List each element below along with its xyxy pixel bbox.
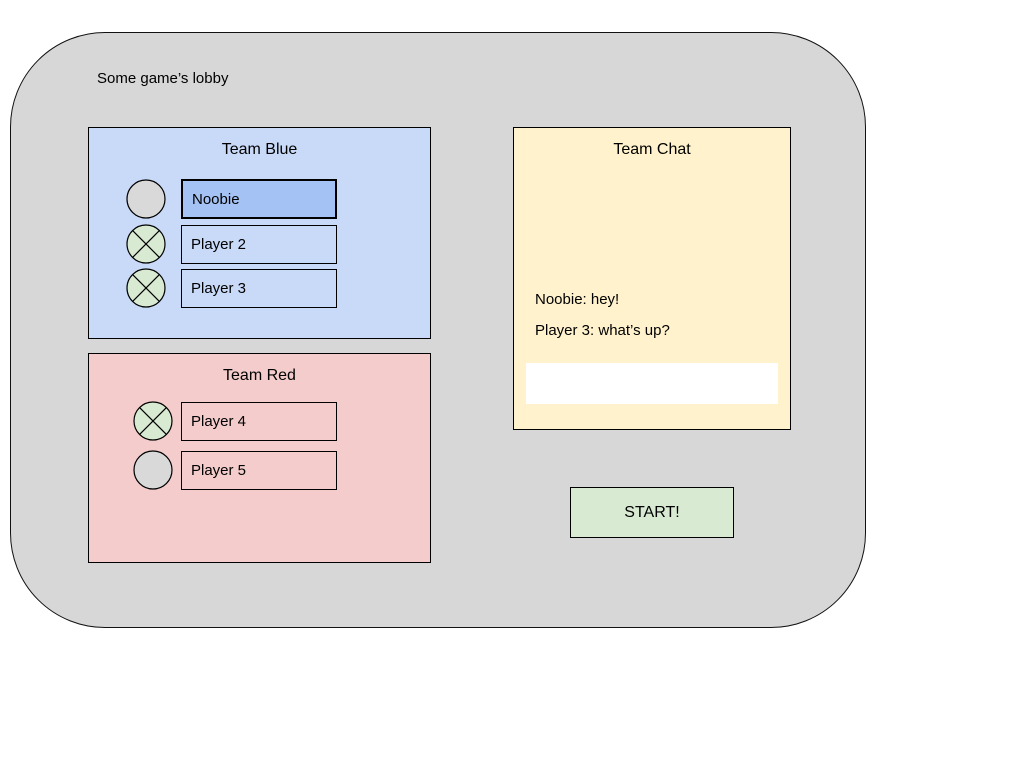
crossed-circle-icon bbox=[133, 401, 173, 441]
player-slot-player-2[interactable]: Player 2 bbox=[181, 224, 337, 264]
player-name: Noobie bbox=[192, 190, 240, 208]
player-row-noobie: Noobie bbox=[126, 179, 337, 219]
ready-toggle[interactable] bbox=[133, 450, 173, 490]
team-blue-title: Team Blue bbox=[221, 141, 298, 158]
chat-message: Noobie: hey! bbox=[535, 291, 620, 308]
player-name: Player 3 bbox=[191, 279, 247, 297]
crossed-circle-icon bbox=[126, 268, 166, 308]
player-name: Player 4 bbox=[191, 412, 247, 430]
player-name: Player 2 bbox=[191, 235, 247, 253]
ready-toggle[interactable] bbox=[126, 224, 166, 264]
ready-toggle[interactable] bbox=[133, 401, 173, 441]
lobby-title: Some game’s lobby bbox=[97, 70, 229, 87]
player-slot-player-4[interactable]: Player 4 bbox=[181, 401, 337, 441]
chat-message: Player 3: what’s up? bbox=[535, 322, 670, 339]
empty-circle-icon bbox=[133, 450, 173, 490]
player-slot-player-5[interactable]: Player 5 bbox=[181, 450, 337, 490]
player-slot-noobie[interactable]: Noobie bbox=[181, 179, 337, 219]
chat-message-list: Noobie: hey! Player 3: what’s up? bbox=[535, 284, 670, 346]
player-slot-player-3[interactable]: Player 3 bbox=[181, 268, 337, 308]
player-row-player-3: Player 3 bbox=[126, 268, 337, 308]
player-row-player-5: Player 5 bbox=[133, 450, 337, 490]
chat-input[interactable] bbox=[526, 363, 778, 404]
ready-toggle[interactable] bbox=[126, 268, 166, 308]
team-chat-panel: Team Chat Noobie: hey! Player 3: what’s … bbox=[513, 127, 791, 430]
team-blue-panel: Team Blue Noobie bbox=[88, 127, 431, 339]
team-red-panel: Team Red Player 4 bbox=[88, 353, 431, 563]
empty-circle-icon bbox=[126, 179, 166, 219]
player-row-player-4: Player 4 bbox=[133, 401, 337, 441]
start-button[interactable]: START! bbox=[570, 487, 734, 538]
team-chat-title: Team Chat bbox=[613, 141, 691, 158]
lobby-container: Some game’s lobby Team Blue Noobie bbox=[10, 32, 866, 628]
player-name: Player 5 bbox=[191, 461, 247, 479]
team-red-title: Team Red bbox=[223, 367, 296, 384]
crossed-circle-icon bbox=[126, 224, 166, 264]
ready-toggle[interactable] bbox=[126, 179, 166, 219]
player-row-player-2: Player 2 bbox=[126, 224, 337, 264]
